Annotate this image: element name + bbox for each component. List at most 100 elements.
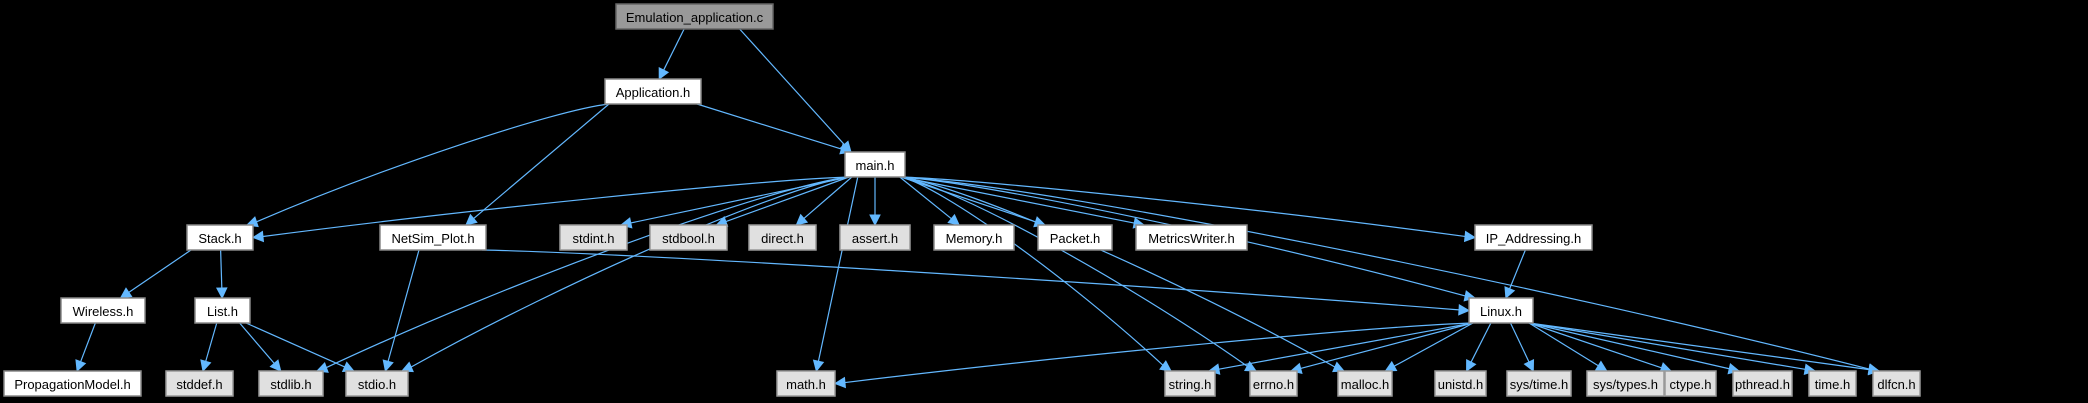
node-linux-h[interactable]: Linux.h [1468,297,1534,324]
node-stdint-h[interactable]: stdint.h [559,224,628,251]
node-box[interactable] [1474,224,1593,251]
edge-linux_h-to-sys_time_h [1509,322,1535,373]
node-box[interactable] [559,224,628,251]
node-unistd-h[interactable]: unistd.h [1434,370,1487,397]
node-box[interactable] [186,224,254,251]
node-box[interactable] [3,370,142,397]
edge-line [481,249,1460,311]
node-label: Memory.h [946,231,1003,246]
edge-line [473,103,610,219]
edge-line [900,176,1164,366]
node-box[interactable] [649,224,728,251]
node-box[interactable] [839,224,911,251]
edge-line [900,176,1036,223]
edge-line [1509,322,1530,363]
node-box[interactable] [1506,370,1572,397]
node-label: Packet.h [1050,231,1101,246]
node-box[interactable] [615,3,774,30]
node-box[interactable] [776,370,836,397]
node-box[interactable] [1164,370,1216,397]
node-box[interactable] [258,370,324,397]
node-box[interactable] [1586,370,1665,397]
node-label: PropagationModel.h [14,377,130,392]
node-label: main.h [855,158,894,173]
node-stddef-h[interactable]: stddef.h [165,370,234,397]
node-box[interactable] [60,297,146,324]
arrowhead-icon [215,287,228,300]
node-box[interactable] [1732,370,1793,397]
edge-ip_addressing_h-to-linux_h [1504,249,1526,300]
node-stdlib-h[interactable]: stdlib.h [258,370,324,397]
arrowhead-icon [269,359,282,372]
edge-main_h-to-stdio_h [400,176,850,373]
node-wireless-h[interactable]: Wireless.h [60,297,146,324]
node-dlfcn-h[interactable]: dlfcn.h [1872,370,1921,397]
node-errno-h[interactable]: errno.h [1249,370,1298,397]
node-label: MetricsWriter.h [1148,231,1234,246]
edge-line [725,176,850,223]
node-sys-types-h[interactable]: sys/types.h [1586,370,1665,397]
edge-application_h-to-stack_h [245,103,610,228]
node-malloc-h[interactable]: malloc.h [1337,370,1393,397]
node-box[interactable] [933,224,1015,251]
edge-list_h-to-stdlib_h [239,322,282,372]
node-metricswriter-h[interactable]: MetricsWriter.h [1135,224,1248,251]
node-application-h[interactable]: Application.h [604,78,702,105]
node-memory-h[interactable]: Memory.h [933,224,1015,251]
node-label: string.h [1169,377,1212,392]
node-box[interactable] [748,224,817,251]
node-label: Stack.h [198,231,241,246]
node-label: Emulation_application.c [626,10,764,25]
node-box[interactable] [1249,370,1298,397]
node-box[interactable] [1468,297,1534,324]
node-box[interactable] [1434,370,1487,397]
node-box[interactable] [1808,370,1857,397]
node-label: stddef.h [176,377,222,392]
node-box[interactable] [604,78,702,105]
node-box[interactable] [1664,370,1717,397]
arrowhead-icon [1463,230,1477,243]
edge-line [80,322,96,362]
node-assert-h[interactable]: assert.h [839,224,911,251]
node-math-h[interactable]: math.h [776,370,836,397]
node-stack-h[interactable]: Stack.h [186,224,254,251]
node-box[interactable] [1135,224,1248,251]
node-packet-h[interactable]: Packet.h [1037,224,1113,251]
node-sys-time-h[interactable]: sys/time.h [1506,370,1572,397]
node-box[interactable] [345,370,409,397]
edge-line [1528,322,1730,370]
node-box[interactable] [1037,224,1113,251]
edge-line [803,176,853,219]
node-box[interactable] [194,297,251,324]
node-box[interactable] [1337,370,1393,397]
node-box[interactable] [1872,370,1921,397]
edge-main_h-to-malloc_h [900,176,1346,373]
node-stdio-h[interactable]: stdio.h [345,370,409,397]
edge-stack_h-to-wireless_h [119,249,192,299]
node-pthread-h[interactable]: pthread.h [1732,370,1793,397]
node-ctype-h[interactable]: ctype.h [1664,370,1717,397]
node-main-h[interactable]: main.h [844,151,906,178]
node-time-h[interactable]: time.h [1808,370,1857,397]
node-label: direct.h [761,231,804,246]
arrowhead-icon [200,359,212,373]
node-list-h[interactable]: List.h [194,297,251,324]
node-box[interactable] [165,370,234,397]
node-stdbool-h[interactable]: stdbool.h [649,224,728,251]
edge-main_h-to-direct_h [795,176,853,226]
arrowhead-icon [1458,304,1471,316]
arrowhead-icon [947,213,961,226]
node-ip-addressing-h[interactable]: IP_Addressing.h [1474,224,1593,251]
edge-line [1528,322,1870,371]
arrowhead-icon [658,67,670,81]
node-box[interactable] [844,151,906,178]
arrowhead-icon [1523,359,1535,373]
node-emulation-application-c[interactable]: Emulation_application.c [615,3,774,30]
node-propagationmodel-h[interactable]: PropagationModel.h [3,370,142,397]
node-box[interactable] [379,224,487,251]
node-netsim-plot-h[interactable]: NetSim_Plot.h [379,224,487,251]
edge-line [1509,249,1526,289]
node-label: stdbool.h [662,231,715,246]
node-string-h[interactable]: string.h [1164,370,1216,397]
node-direct-h[interactable]: direct.h [748,224,817,251]
